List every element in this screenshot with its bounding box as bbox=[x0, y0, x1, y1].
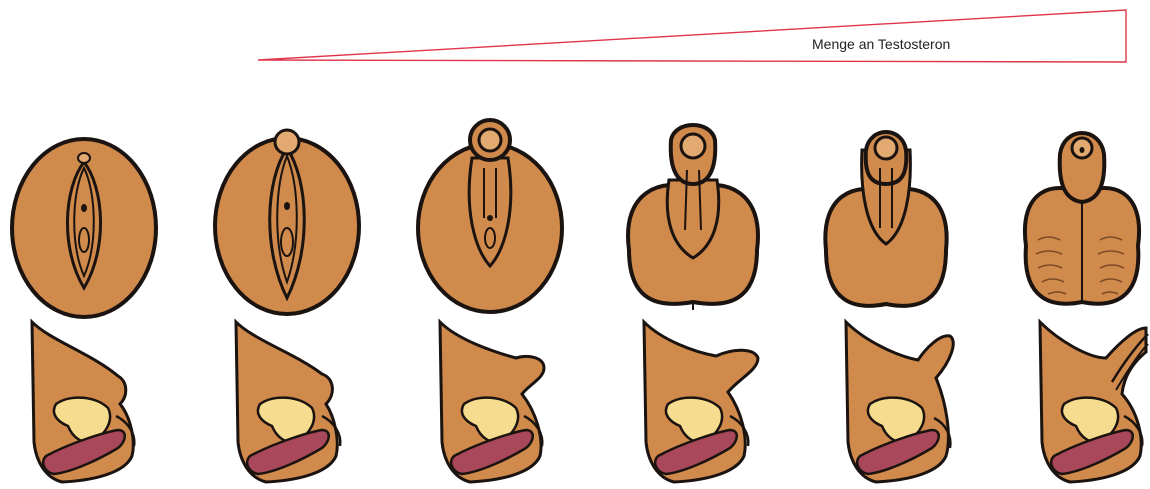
side-view-stage-2 bbox=[236, 322, 340, 482]
side-view-stage-4 bbox=[644, 322, 758, 482]
external-view-stage-4 bbox=[628, 125, 758, 310]
external-view-stage-6 bbox=[1025, 133, 1139, 304]
side-view-stage-1 bbox=[32, 322, 134, 482]
testosterone-wedge bbox=[258, 10, 1126, 62]
side-view-stage-6 bbox=[1040, 322, 1148, 482]
side-view-stage-5 bbox=[846, 322, 953, 482]
external-view-stage-5 bbox=[825, 132, 946, 306]
side-view-stage-3 bbox=[440, 322, 544, 482]
external-view-stage-1 bbox=[12, 139, 156, 317]
external-view-stage-3 bbox=[418, 120, 562, 312]
external-view-stage-2 bbox=[215, 130, 359, 314]
testosterone-label: Menge an Testosteron bbox=[812, 36, 950, 52]
